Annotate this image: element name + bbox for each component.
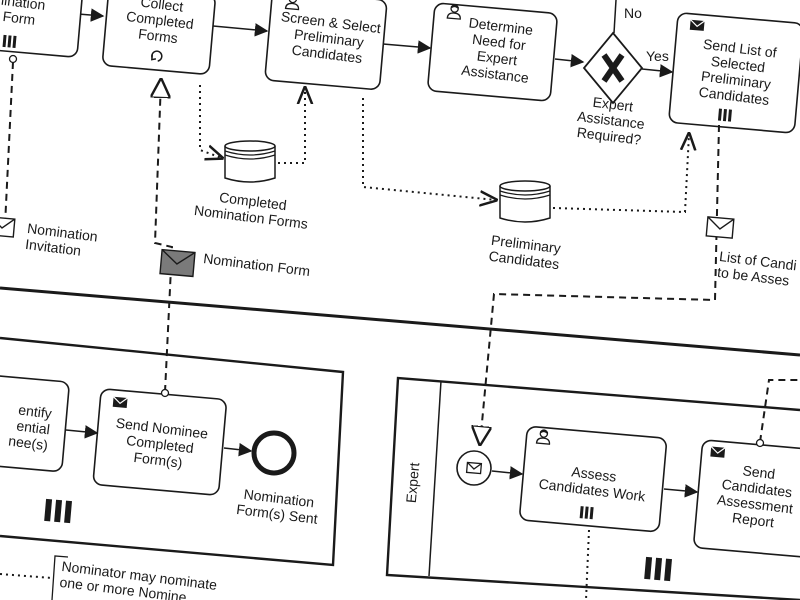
- assoc-assess-down: [585, 529, 590, 600]
- flow-start-to-assess: [491, 466, 524, 480]
- flow-determine-to-gateway: [554, 53, 585, 68]
- message-envelope-list: [705, 216, 735, 239]
- message-envelope-nomination-form: [159, 248, 196, 278]
- flow-gateway-yes-to-send-list: [641, 64, 674, 78]
- pool-expert-border: [385, 376, 800, 600]
- multi-instance-marker-expert-pool: [644, 556, 672, 582]
- flow-nomination-to-collect: [77, 8, 105, 22]
- msg-flow-list-candidates: [480, 124, 720, 444]
- sequence-flows-upper: [77, 0, 674, 78]
- msg-flow-assessment-out: [759, 379, 800, 443]
- sequence-flows-lower-right: [491, 466, 699, 498]
- task-screen-select[interactable]: [264, 0, 388, 90]
- gateway-expert-assistance[interactable]: [582, 31, 644, 105]
- pool-boundary-line: [0, 286, 800, 357]
- assoc-store-to-screen: [278, 88, 305, 164]
- data-associations: [0, 85, 689, 600]
- msg-flow-invitation: [4, 61, 14, 226]
- boundary-port-nomination: [8, 54, 18, 64]
- flow-send-to-end: [223, 442, 253, 457]
- flow-gateway-no: [613, 0, 617, 34]
- sequence-flows-lower-left: [65, 425, 253, 457]
- flow-assess-to-send-report: [663, 484, 699, 498]
- task-identify-nominees[interactable]: [0, 372, 70, 472]
- pool-nominator-border: [0, 336, 345, 567]
- assoc-collect-to-store: [199, 85, 222, 158]
- data-store-preliminary: [499, 180, 551, 223]
- task-collect-completed-forms[interactable]: [102, 0, 216, 75]
- msg-flow-nomination-form: [155, 80, 174, 393]
- task-determine-need[interactable]: [427, 2, 558, 102]
- assoc-identify-annotation: [0, 573, 53, 579]
- task-send-assessment[interactable]: [693, 439, 800, 559]
- flow-collect-to-screen: [212, 23, 269, 37]
- assoc-prelim-to-sendlist: [552, 134, 689, 214]
- task-send-nominee-forms[interactable]: [92, 388, 227, 496]
- flow-screen-to-determine: [382, 40, 432, 54]
- boundary-port-send-assessment: [755, 438, 765, 448]
- data-store-completed-forms: [224, 140, 276, 183]
- flow-identify-to-send: [65, 425, 99, 439]
- task-nomination-form[interactable]: [0, 0, 84, 58]
- boundary-port-send-nominee: [160, 388, 170, 398]
- message-envelope-invitation: [0, 216, 16, 238]
- pool-expert-lane-divider: [428, 380, 442, 577]
- assoc-screen-to-prelim: [362, 98, 496, 200]
- message-flows: [4, 61, 800, 444]
- text-annotation-bracket: [51, 555, 69, 600]
- task-send-list[interactable]: [668, 12, 800, 134]
- task-assess-candidates[interactable]: [519, 426, 667, 533]
- end-event-forms-sent: [251, 430, 297, 476]
- multi-instance-marker-left-pool: [44, 498, 72, 524]
